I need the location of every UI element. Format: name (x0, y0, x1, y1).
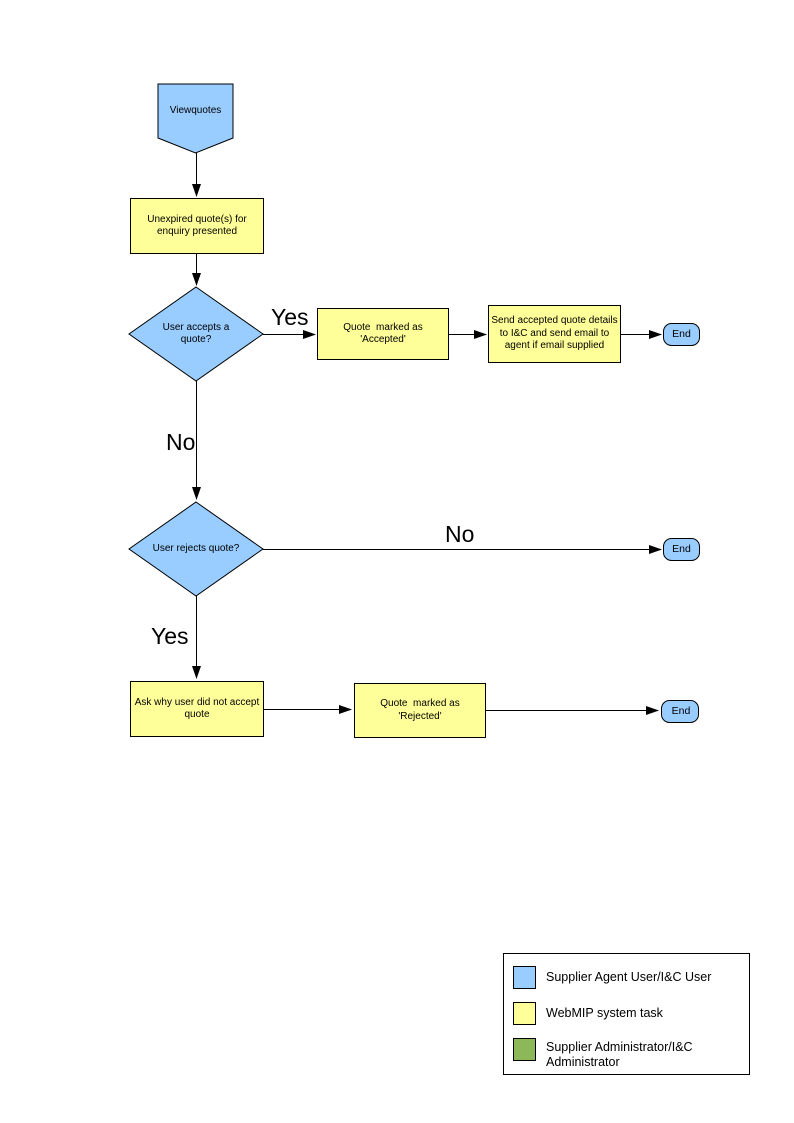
ask-why-box-shape (130, 681, 264, 737)
legend-label-admin: Supplier Administrator/I&C Administrator (546, 1040, 693, 1069)
accept-yes-label: Yes (271, 304, 309, 330)
mark-rejected-label: Quote marked as 'Rejected' (380, 698, 463, 722)
end-reject-capsule-shape (661, 700, 699, 723)
send-details-box-shape (488, 305, 621, 363)
end-accept-capsule-shape (663, 323, 700, 346)
send-details-label: Send accepted quote details to I&C and s… (491, 315, 618, 352)
connectors (192, 153, 662, 715)
end-no-reject-label: End (672, 543, 691, 556)
present-quotes-box-shape (130, 198, 264, 254)
end-accept-label: End (672, 328, 691, 341)
accept-decision-label: User accepts a quote? (162, 321, 233, 346)
end-reject-label: End (671, 705, 691, 718)
accept-no-label: No (166, 429, 196, 455)
legend-label-system: WebMIP system task (546, 1006, 663, 1020)
reject-decision-diamond-shape (128, 501, 264, 597)
legend-swatch-user (513, 966, 536, 989)
accept-decision-diamond-shape (128, 286, 264, 382)
legend-label-user: Supplier Agent User/I&C User (546, 970, 712, 984)
legend-swatch-admin (513, 1038, 536, 1061)
legend-border (503, 953, 750, 1075)
reject-decision-label: User rejects quote? (152, 542, 240, 554)
present-quotes-label: Unexpired quote(s) for enquiry presented (147, 213, 250, 238)
reject-yes-label: Yes (151, 623, 189, 649)
legend-swatch-system (513, 1002, 536, 1025)
mark-rejected-box-shape (354, 683, 486, 738)
mark-accepted-box-shape (317, 308, 449, 360)
start-pentagon-shape (157, 83, 234, 154)
mark-accepted-label: Quote marked as 'Accepted' (343, 321, 426, 346)
ask-why-label: Ask why user did not accept quote (134, 696, 263, 721)
start-label: Viewquotes (169, 104, 222, 116)
end-no-reject-capsule-shape (663, 538, 700, 561)
reject-no-label: No (445, 521, 475, 547)
legend-box (503, 953, 750, 1075)
